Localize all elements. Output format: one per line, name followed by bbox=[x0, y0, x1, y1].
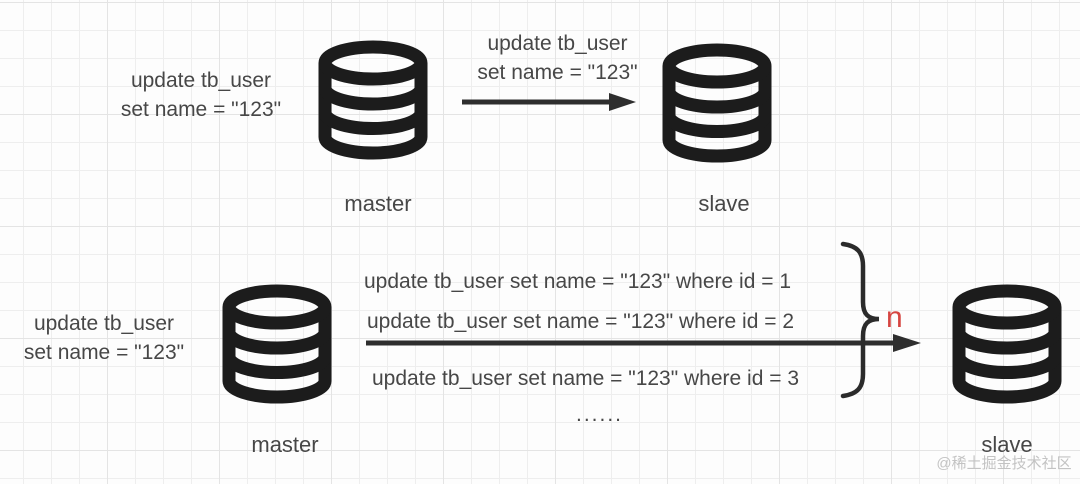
database-icon bbox=[656, 43, 778, 163]
statement-row-1: update tb_user set name = "123" where id… bbox=[363, 270, 792, 293]
statement-row-3: update tb_user set name = "123" where id… bbox=[371, 367, 800, 390]
top-slave-label: slave bbox=[698, 191, 750, 216]
bottom-master-label: master bbox=[251, 432, 319, 457]
statement-row-2: update tb_user set name = "123" where id… bbox=[366, 310, 795, 333]
database-icon bbox=[216, 284, 338, 404]
right-arrow-icon bbox=[364, 330, 924, 356]
query-line-1: update tb_user bbox=[130, 69, 272, 92]
query-line-1: update tb_user bbox=[487, 32, 628, 55]
top-replication-query-label: update tb_user set name = "123" bbox=[450, 29, 665, 87]
top-master-label: master bbox=[344, 191, 412, 216]
bottom-slave-label: slave bbox=[981, 432, 1033, 457]
query-line-1: update tb_user bbox=[33, 312, 175, 335]
query-line-2: set name = "123" bbox=[120, 98, 282, 121]
database-icon bbox=[946, 284, 1068, 404]
database-icon bbox=[312, 40, 434, 160]
brace-count-label: n bbox=[886, 301, 903, 334]
watermark: @稀土掘金技术社区 bbox=[936, 455, 1072, 472]
query-line-2: set name = "123" bbox=[23, 341, 185, 364]
curly-brace-icon bbox=[837, 240, 883, 400]
query-line-2: set name = "123" bbox=[477, 61, 638, 84]
right-arrow-icon bbox=[460, 89, 638, 115]
ellipsis-label: ...... bbox=[575, 403, 623, 426]
bottom-client-query-label: update tb_user set name = "123" bbox=[0, 309, 208, 367]
top-client-query-label: update tb_user set name = "123" bbox=[95, 66, 307, 124]
